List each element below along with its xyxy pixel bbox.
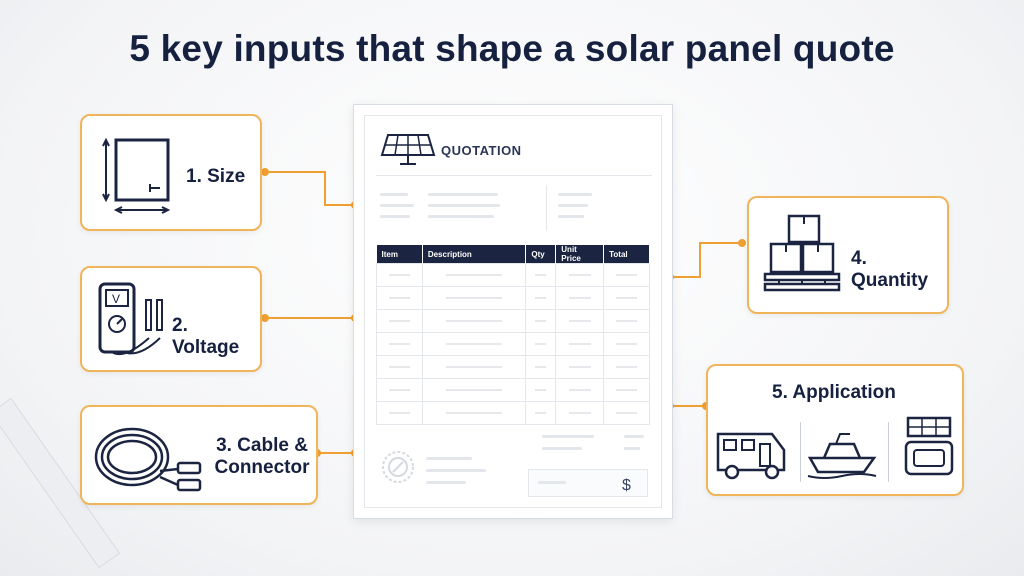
card-cable-label-line1: 3. Cable & (216, 435, 308, 456)
card-application-label: 5. Application (772, 382, 896, 403)
table-cell (525, 309, 557, 333)
table-cell (525, 263, 557, 287)
boxes-pallet-icon (763, 214, 841, 292)
card-quantity-label: 4. Quantity (851, 248, 929, 291)
card-size: 1. Size (80, 114, 262, 231)
page-title: 5 key inputs that shape a solar panel qu… (129, 28, 895, 69)
table-cell (376, 332, 423, 356)
table-cell (555, 286, 605, 310)
table-row (376, 263, 650, 287)
table-cell (421, 355, 527, 379)
table-cell (603, 401, 650, 425)
table-cell (421, 332, 527, 356)
card-cable-label-line2: Connector (214, 457, 310, 478)
col-total: Total (603, 245, 650, 264)
table-cell (525, 332, 557, 356)
table-cell (603, 263, 650, 287)
card-cable-label: 3. Cable & Connector (212, 435, 312, 479)
table-cell (603, 378, 650, 402)
divider (888, 422, 889, 482)
table-cell (525, 401, 557, 425)
table-cell (555, 401, 605, 425)
table-cell (376, 355, 423, 379)
card-cable-connector: 3. Cable & Connector (80, 405, 318, 505)
table-cell (525, 378, 557, 402)
table-cell (525, 286, 557, 310)
table-cell (555, 309, 605, 333)
header-divider (376, 175, 652, 176)
card-size-label: 1. Size (186, 166, 246, 187)
table-cell (421, 286, 527, 310)
divider (800, 422, 801, 482)
col-item: Item (376, 245, 423, 264)
table-cell (421, 378, 527, 402)
table-row (376, 309, 650, 333)
table-row (376, 332, 650, 356)
table-cell (603, 309, 650, 333)
seal-icon (382, 451, 414, 483)
svg-text:V: V (112, 292, 120, 306)
col-unit-price: Unit Price (555, 245, 605, 264)
table-cell (376, 263, 423, 287)
quotation-heading: QUOTATION (441, 143, 522, 158)
table-row (376, 378, 650, 402)
meta-divider (546, 185, 547, 231)
table-cell (421, 263, 527, 287)
card-voltage: V 2. Voltage (80, 266, 262, 372)
card-application: 5. Application (706, 364, 964, 496)
table-cell (525, 355, 557, 379)
table-row (376, 355, 650, 379)
quotation-document: QUOTATION Item Description Qty Unit Pric… (353, 104, 673, 519)
table-cell (376, 286, 423, 310)
table-cell (555, 263, 605, 287)
table-cell (603, 286, 650, 310)
portable-power-station-icon (904, 416, 954, 476)
table-cell (376, 401, 423, 425)
rv-camper-icon (716, 432, 786, 480)
table-row (376, 286, 650, 310)
line-items-table: Item Description Qty Unit Price Total (376, 245, 650, 425)
table-cell (555, 332, 605, 356)
table-cell (376, 378, 423, 402)
dimension-frame-icon (102, 137, 171, 214)
table-cell (555, 378, 605, 402)
table-cell (376, 309, 423, 333)
quotation-frame (364, 115, 662, 508)
table-cell (603, 332, 650, 356)
table-header-row: Item Description Qty Unit Price Total (376, 245, 650, 264)
total-currency: $ (622, 477, 631, 494)
table-row (376, 401, 650, 425)
solar-panel-icon (380, 134, 436, 165)
multimeter-icon: V (98, 282, 163, 356)
col-qty: Qty (525, 245, 557, 264)
table-cell (421, 309, 527, 333)
table-cell (603, 355, 650, 379)
card-quantity: 4. Quantity (747, 196, 949, 314)
card-voltage-label: 2. Voltage (172, 315, 240, 358)
table-cell (421, 401, 527, 425)
table-cell (555, 355, 605, 379)
col-description: Description (422, 245, 527, 264)
boat-icon (807, 433, 877, 479)
cable-connector-icon (94, 427, 202, 492)
